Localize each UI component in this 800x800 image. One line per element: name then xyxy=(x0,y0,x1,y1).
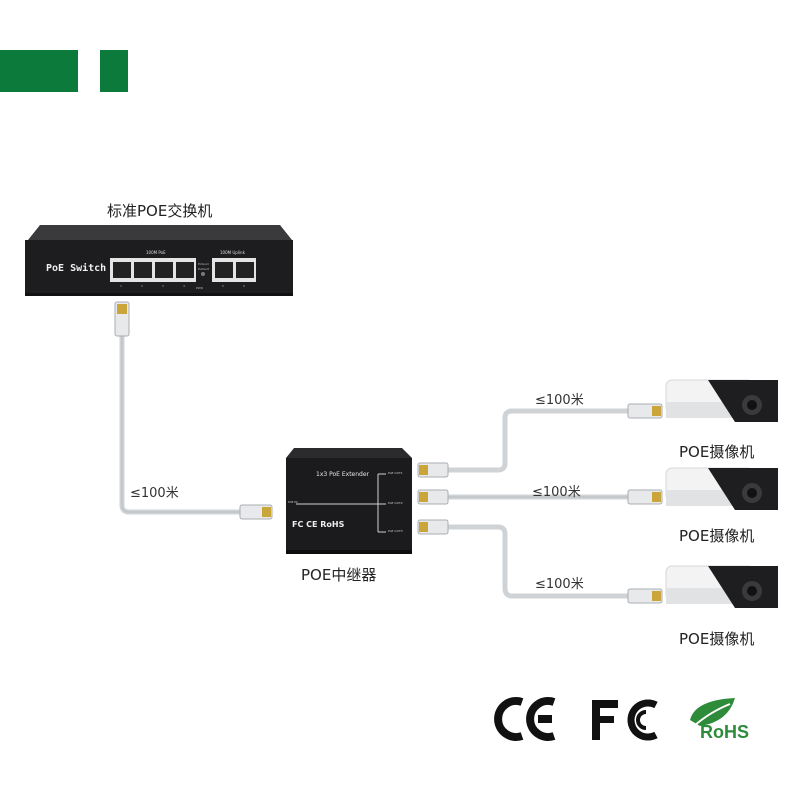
rj45-plug-extender-out3 xyxy=(417,519,449,535)
fcc-mark-text: FC xyxy=(600,742,601,743)
rj45-plug-camera-2 xyxy=(627,489,663,505)
camera-label-3: POE摄像机 xyxy=(679,630,755,648)
extender-marks-label: FC CE RoHS xyxy=(292,520,345,529)
switch-port-number-1: 1 xyxy=(120,284,122,288)
camera-2 xyxy=(665,467,778,510)
switch-port-number-3: 3 xyxy=(162,284,164,288)
camera-1 xyxy=(665,379,778,422)
extender-port-out3-label: PoE OUT3 xyxy=(388,529,403,533)
switch-port-number-2: 2 xyxy=(141,284,143,288)
brand-bar-right xyxy=(100,50,128,92)
cable-label-main: ≤100米 xyxy=(130,486,179,501)
ce-mark-icon xyxy=(494,697,556,741)
switch-mini-label-2: Default xyxy=(198,267,209,271)
switch-poe-group-label: 100M PoE xyxy=(146,250,166,255)
ce-mark-text: CE xyxy=(500,742,501,743)
camera-label-1: POE摄像机 xyxy=(679,443,755,461)
camera-label-2: POE摄像机 xyxy=(679,527,755,545)
extender-port-in-label: PoE IN xyxy=(288,500,298,504)
cable-label-out3: ≤100米 xyxy=(535,577,584,592)
rj45-plug-extender-out1 xyxy=(417,462,449,478)
extender-port-out1-label: PoE OUT1 xyxy=(388,471,403,475)
camera-3 xyxy=(665,565,778,608)
extender-title: POE中继器 xyxy=(301,566,377,584)
switch-port-number-5: 5 xyxy=(222,284,224,288)
cable-out1 xyxy=(442,408,633,473)
rj45-plug-camera-3 xyxy=(627,588,663,604)
rj45-plug-extender-out2 xyxy=(417,489,449,505)
rj45-plug-switch xyxy=(114,301,130,337)
extender-panel-label: 1x3 PoE Extender xyxy=(316,471,370,478)
poe-extender-device xyxy=(286,448,412,554)
switch-mini-label-1: Extend xyxy=(198,262,209,266)
extender-port-out2-label: PoE OUT2 xyxy=(388,501,403,505)
cable-label-out1: ≤100米 xyxy=(535,393,584,408)
switch-uplink-group-label: 100M Uplink xyxy=(220,250,245,255)
rj45-plug-camera-1 xyxy=(627,403,663,419)
cable-label-out2: ≤100米 xyxy=(532,485,581,500)
switch-port-number-4: 4 xyxy=(183,284,185,288)
cable-out3 xyxy=(442,524,633,599)
switch-panel-label: PoE Switch xyxy=(46,263,107,274)
poe-switch-device xyxy=(25,225,293,296)
rj45-plug-extender-in xyxy=(239,504,273,520)
switch-mini-label-3: PWR xyxy=(196,286,203,290)
rohs-leaf-icon xyxy=(690,698,735,727)
rohs-mark-text: RoHS xyxy=(700,722,749,742)
switch-port-number-6: 6 xyxy=(243,284,245,288)
switch-title: 标准POE交换机 xyxy=(107,202,213,220)
fcc-mark-icon xyxy=(592,699,658,741)
brand-bar-left xyxy=(0,50,78,92)
